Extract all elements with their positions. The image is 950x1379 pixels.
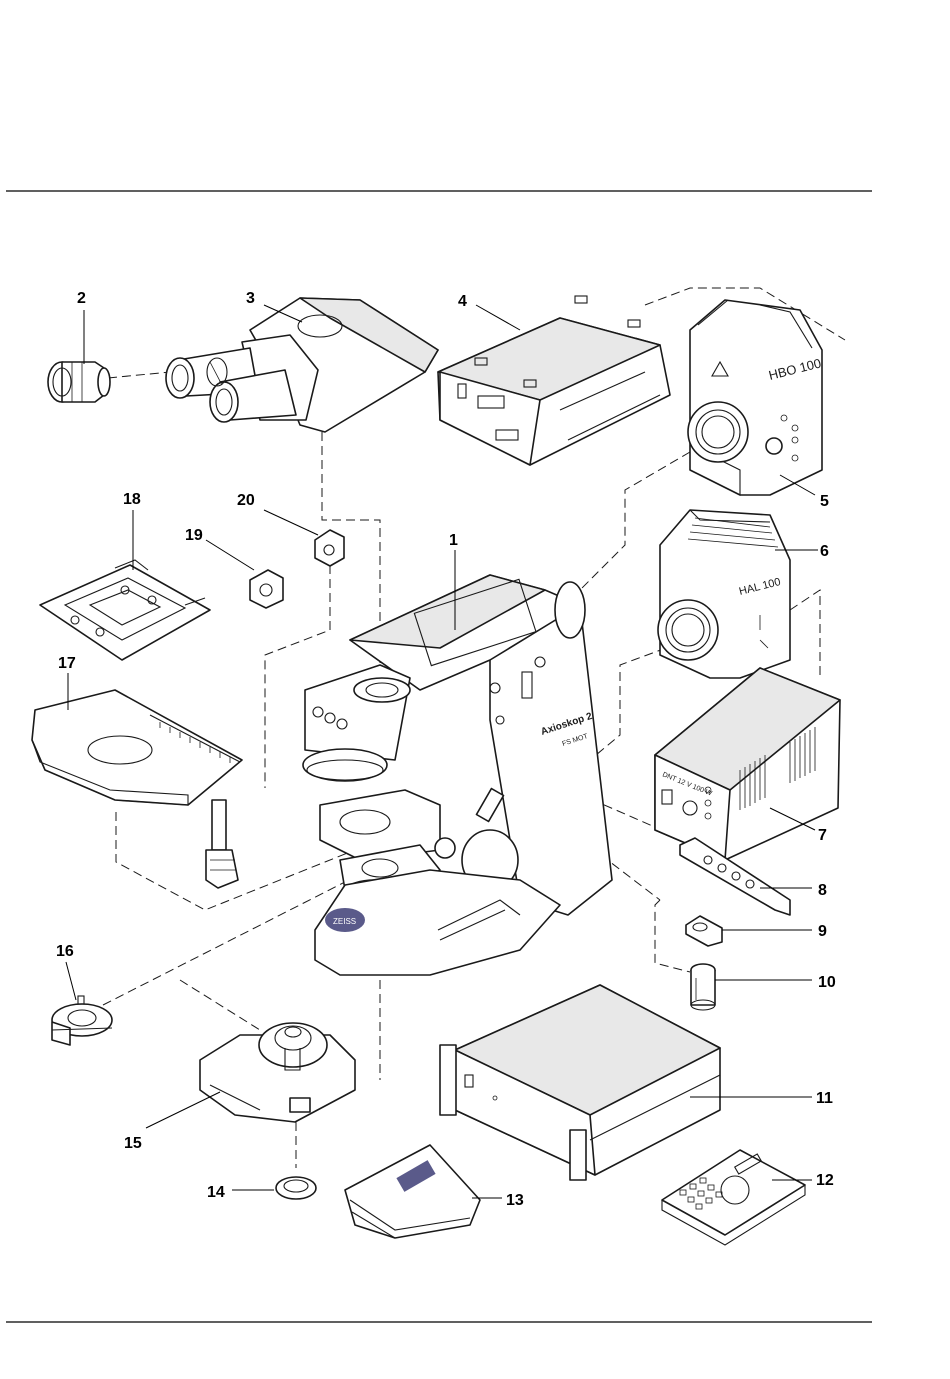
base-brand-label: ZEISS <box>333 917 356 926</box>
specimen-holder <box>40 560 210 660</box>
hbo-100-lamp-housing: HBO 100 <box>688 300 823 495</box>
callout-10: 10 <box>818 974 836 991</box>
control-electronics-unit <box>440 985 720 1180</box>
callout-3: 3 <box>246 290 255 307</box>
stop-ring <box>276 1177 316 1199</box>
mechanical-stage <box>32 690 242 888</box>
reflector-module-20 <box>315 530 344 566</box>
adapter-insert <box>691 964 715 1010</box>
reflector-module-19 <box>250 570 283 608</box>
callout-13: 13 <box>506 1192 524 1209</box>
control-keypad <box>662 1150 805 1245</box>
callout-19: 19 <box>185 527 203 544</box>
callout-8: 8 <box>818 882 827 899</box>
callout-1: 1 <box>449 532 458 549</box>
binocular-tube <box>166 298 438 432</box>
callout-20: 20 <box>237 492 255 509</box>
callout-14: 14 <box>207 1184 225 1201</box>
callout-11: 11 <box>816 1090 833 1107</box>
hbo-power-supply <box>438 296 670 465</box>
callout-12: 12 <box>816 1172 834 1189</box>
callout-4: 4 <box>458 293 467 310</box>
callout-9: 9 <box>818 923 827 940</box>
callout-5: 5 <box>820 493 829 510</box>
callout-16: 16 <box>56 943 74 960</box>
condenser-turret <box>200 1023 355 1122</box>
push-slider <box>686 916 722 946</box>
microscope-stand: ZEISS Axioskop 2 FS MOT <box>303 575 612 975</box>
dust-cover <box>345 1145 480 1238</box>
hal-100-lamp-housing: HAL 100 <box>658 510 790 678</box>
ring-slider <box>52 996 112 1045</box>
callout-7: 7 <box>818 827 827 844</box>
callout-15: 15 <box>124 1135 142 1152</box>
callout-18: 18 <box>123 491 141 508</box>
callout-17: 17 <box>58 655 76 672</box>
callout-2: 2 <box>77 290 86 307</box>
callout-6: 6 <box>820 543 829 560</box>
eyepiece <box>48 362 110 402</box>
halogen-power-supply: DNT 12 V 100 W <box>655 668 840 860</box>
